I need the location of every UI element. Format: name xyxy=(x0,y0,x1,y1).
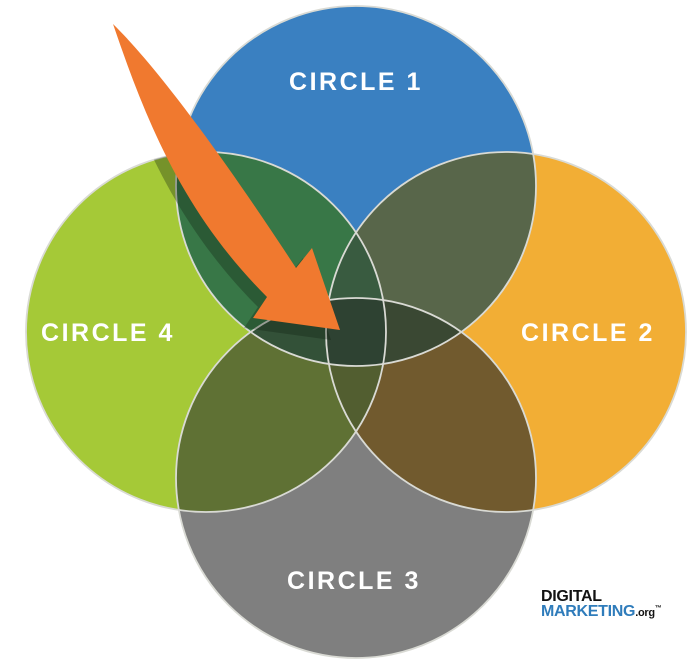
arrow-icon xyxy=(113,24,340,330)
digitalmarketing-logo: DIGITAL MARKETING.org™ xyxy=(541,588,662,620)
logo-trademark: ™ xyxy=(654,605,662,612)
circle-2-label: CIRCLE 2 xyxy=(521,319,655,347)
circle-1-label: CIRCLE 1 xyxy=(289,68,423,96)
logo-org-suffix: .org xyxy=(635,607,655,619)
arrow-group xyxy=(104,24,340,340)
logo-marketing: MARKETING xyxy=(541,603,636,620)
circle-1-outline xyxy=(175,5,537,367)
overlap-center-all xyxy=(325,298,387,366)
circle-3-outline xyxy=(175,297,537,659)
circle-4-label: CIRCLE 4 xyxy=(41,319,175,347)
circle-outlines xyxy=(25,5,687,659)
logo-digital: DIGITAL xyxy=(541,588,602,605)
circle-3-label: CIRCLE 3 xyxy=(287,567,421,595)
logo-marketing-line: MARKETING.org™ xyxy=(541,603,662,620)
circle-labels: CIRCLE 1 CIRCLE 2 CIRCLE 3 CIRCLE 4 xyxy=(41,68,655,595)
circle-2-outline xyxy=(325,151,687,513)
